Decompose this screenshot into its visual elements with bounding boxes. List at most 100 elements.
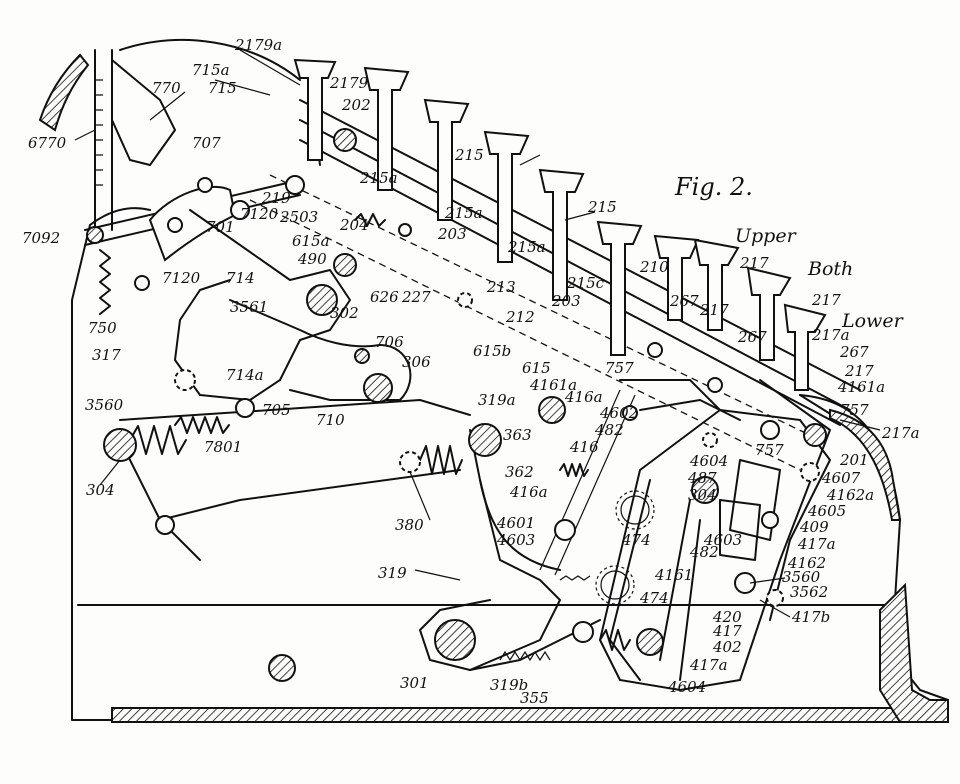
ref-label: 4161 xyxy=(654,566,693,584)
ref-label: 416 xyxy=(569,438,599,456)
ref-label: 490 xyxy=(297,250,327,268)
gears xyxy=(595,490,655,605)
ref-label: 474 xyxy=(639,589,669,607)
ref-label: 267 xyxy=(737,328,767,346)
key-plungers xyxy=(293,58,827,391)
ref-label: 710 xyxy=(316,411,345,429)
ref-label: 714a xyxy=(226,366,264,384)
ref-label: 363 xyxy=(503,426,532,444)
word-upper: Upper xyxy=(735,225,798,247)
ref-label: 204 xyxy=(339,216,369,234)
ref-label: 701 xyxy=(206,218,235,236)
key-lower xyxy=(783,303,827,391)
key-6 xyxy=(596,220,643,356)
ref-label: 227 xyxy=(401,288,431,306)
key-5 xyxy=(538,168,585,301)
pivots xyxy=(134,175,820,643)
gear-474-lower xyxy=(600,570,630,600)
ref-label: 215 xyxy=(587,198,617,216)
shaft-202 xyxy=(333,128,357,152)
ref-label: 715 xyxy=(208,79,237,97)
shaft-7092 xyxy=(86,226,104,244)
key-4 xyxy=(483,130,530,263)
figure-title: Fig. 2. xyxy=(674,173,753,201)
shaft-416 xyxy=(538,396,566,424)
shaft-306 xyxy=(363,373,393,403)
spring-4601 xyxy=(559,463,589,477)
ref-label: 306 xyxy=(402,353,431,371)
ref-label: 2503 xyxy=(279,208,318,226)
ref-label: 213 xyxy=(486,278,516,296)
ref-label: 215c xyxy=(566,274,605,292)
spring-705 xyxy=(174,416,230,434)
ref-label: 416a xyxy=(564,388,603,406)
ref-label: 707 xyxy=(192,134,221,152)
shaft-402 xyxy=(636,628,664,656)
shaft-302 xyxy=(306,284,338,316)
ref-label: 4604 xyxy=(667,678,706,696)
ref-label: 2179 xyxy=(329,74,369,92)
ref-label: 217 xyxy=(699,301,729,319)
frame-casing xyxy=(38,53,949,723)
ref-label: 212 xyxy=(505,308,535,326)
ref-label: 626 xyxy=(370,288,399,306)
ref-label: 4603 xyxy=(703,531,742,549)
ref-label: 203 xyxy=(437,225,467,243)
ref-label: 750 xyxy=(88,319,117,337)
reference-numerals: 2179a 2179 715a 715 770 202 6770 707 215… xyxy=(22,36,920,707)
word-lower: Lower xyxy=(841,310,905,332)
ref-label: 202 xyxy=(341,96,371,114)
ref-label: 3560 xyxy=(85,396,124,414)
ref-label: 4603 xyxy=(496,531,535,549)
ref-label: 219 xyxy=(261,189,291,207)
ref-label: 215a xyxy=(359,169,398,187)
ref-label: 4605 xyxy=(807,502,846,520)
ref-label: 215a xyxy=(444,204,483,222)
ref-label: 4162a xyxy=(826,486,874,504)
ref-label: 203 xyxy=(551,292,581,310)
leader-lines xyxy=(74,49,881,618)
key-1 xyxy=(293,58,337,161)
ref-label: 409 xyxy=(799,518,829,536)
ref-label: 7092 xyxy=(22,229,60,247)
ref-label: 215a xyxy=(507,238,546,256)
ref-label: 210 xyxy=(639,258,669,276)
key-upper-b xyxy=(693,238,740,331)
ref-label: 319a xyxy=(478,391,516,409)
ref-label: 482 xyxy=(594,421,624,439)
ref-label: 706 xyxy=(375,333,404,351)
gear-474-upper xyxy=(620,495,650,525)
left-rack xyxy=(94,39,301,315)
ref-label: 482 xyxy=(689,543,719,561)
ref-label: 715a xyxy=(192,61,230,79)
shaft-363 xyxy=(468,423,502,457)
spring-4604 xyxy=(599,629,631,651)
ref-label: 615a xyxy=(292,232,330,250)
ref-label: 6770 xyxy=(28,134,67,152)
ref-label: 304 xyxy=(688,486,717,504)
ref-label: 4161a xyxy=(837,378,885,396)
ref-label: 217 xyxy=(844,362,874,380)
spring-626 xyxy=(354,213,386,227)
ref-label: 4604 xyxy=(689,452,728,470)
ref-label: 615 xyxy=(522,359,551,377)
ref-label: 7120 xyxy=(162,269,201,287)
ref-label: 217a xyxy=(881,424,920,442)
ref-label: 3562 xyxy=(790,583,828,601)
ref-label: 267 xyxy=(839,343,869,361)
shaft-490 xyxy=(333,253,357,277)
ref-label: 4602 xyxy=(599,404,638,422)
ref-label: 319 xyxy=(378,564,407,582)
ref-label: 4601 xyxy=(496,514,535,532)
base-plate xyxy=(111,707,903,723)
ref-label: 215 xyxy=(454,146,484,164)
word-both: Both xyxy=(807,258,853,280)
shaft-lower xyxy=(268,654,296,682)
ref-label: 267 xyxy=(669,292,699,310)
right-link-assembly xyxy=(539,379,831,691)
shaft-301 xyxy=(434,619,476,661)
ref-label: 417b xyxy=(791,608,830,626)
ref-label: 4161a xyxy=(529,376,577,394)
ref-label: 301 xyxy=(400,674,429,692)
ref-label: 380 xyxy=(395,516,424,534)
